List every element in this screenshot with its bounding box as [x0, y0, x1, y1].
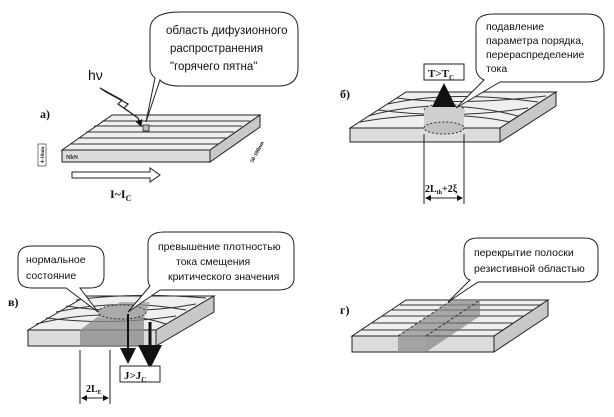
thickness-label: 4-10nm	[41, 146, 46, 163]
photon-bolt-icon	[99, 87, 139, 119]
panel-g: перекрытие полоски резистивной областью …	[340, 237, 599, 353]
panel-b-label: б)	[340, 87, 350, 101]
film-slab-g	[350, 299, 550, 353]
callout-v-right: превышение плотностью тока смещения крит…	[127, 231, 295, 313]
current-label: I~IC	[110, 187, 132, 203]
current-box-v	[119, 365, 161, 383]
callout-g: перекрытие полоски резистивной областью	[447, 237, 599, 303]
callout-b-line4: тока	[486, 63, 507, 75]
callout-b-line1: подавление	[486, 21, 544, 33]
dim-b-label: 2Lth+2ξ	[425, 184, 458, 196]
callout-v-right-line1: превышение плотностью	[158, 241, 281, 253]
film-slab-v	[26, 294, 216, 347]
film-slab-b	[348, 91, 558, 143]
callout-v-left-line2: состояние	[26, 270, 76, 282]
callout-a-line2: распространения	[170, 43, 263, 55]
temp-label: T>TC	[428, 68, 454, 82]
panel-a-label: а)	[40, 107, 50, 121]
callout-b-line3: перераспределение	[486, 49, 585, 61]
callout-a-line3: "горячего пятна"	[170, 61, 257, 73]
current-arrow	[71, 167, 161, 183]
callout-b-line2: параметра порядка,	[486, 35, 584, 47]
panel-g-label: г)	[340, 303, 349, 317]
photon-label: hν	[88, 67, 103, 83]
panel-b: T>TC подавление параметра порядка, перер…	[340, 13, 605, 204]
hot-spot	[142, 124, 150, 132]
callout-v-right-line2: тока смещения	[176, 256, 250, 268]
callout-b: подавление параметра порядка, перераспре…	[455, 13, 605, 109]
material-label: NbN	[66, 155, 79, 161]
callout-a-line1: область дифузионного	[166, 25, 288, 37]
current-v-label: J>JC	[124, 370, 146, 384]
panel-v: J>JC нормальное состояние превышение пло…	[8, 231, 295, 404]
temp-box	[423, 63, 465, 81]
panel-a: hν область дифузионного распространения …	[37, 11, 299, 203]
callout-g-line1: перекрытие полоски	[474, 247, 574, 259]
film-slab-a	[60, 114, 262, 163]
callout-v-left-line1: нормальное	[26, 254, 86, 266]
panel-v-label: в)	[8, 295, 18, 309]
callout-v-left: нормальное состояние	[17, 245, 105, 313]
callout-a: область дифузионного распространения "го…	[145, 11, 299, 123]
width-label: 50-100nm	[249, 140, 265, 164]
callout-v-right-line3: критического значения	[168, 271, 279, 283]
callout-g-line2: резистивной областью	[474, 263, 585, 275]
dim-v-label: 2LE	[86, 384, 102, 396]
